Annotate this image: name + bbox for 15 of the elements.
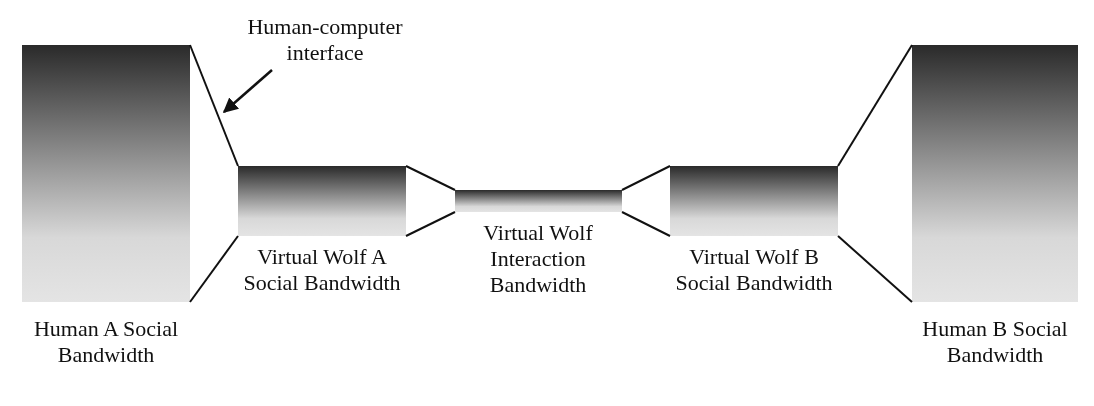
funnel-line — [621, 165, 671, 191]
bar-caption: Human B Social Bandwidth — [921, 316, 1069, 368]
funnel-line — [837, 235, 913, 303]
callout-text: Human-computer interface — [246, 14, 404, 66]
bar-caption: Virtual Wolf B Social Bandwidth — [674, 244, 834, 296]
bar-caption: Virtual Wolf A Social Bandwidth — [242, 244, 402, 296]
bar-caption: Virtual Wolf Interaction Bandwidth — [482, 220, 594, 298]
funnel-line — [837, 44, 913, 167]
funnel-line — [405, 165, 456, 191]
bar-caption: Human A Social Bandwidth — [32, 316, 180, 368]
arrow — [222, 69, 273, 113]
funnel-line — [405, 211, 456, 237]
funnel-line — [189, 235, 239, 303]
funnel-line — [189, 44, 239, 167]
funnel-line — [621, 211, 671, 237]
